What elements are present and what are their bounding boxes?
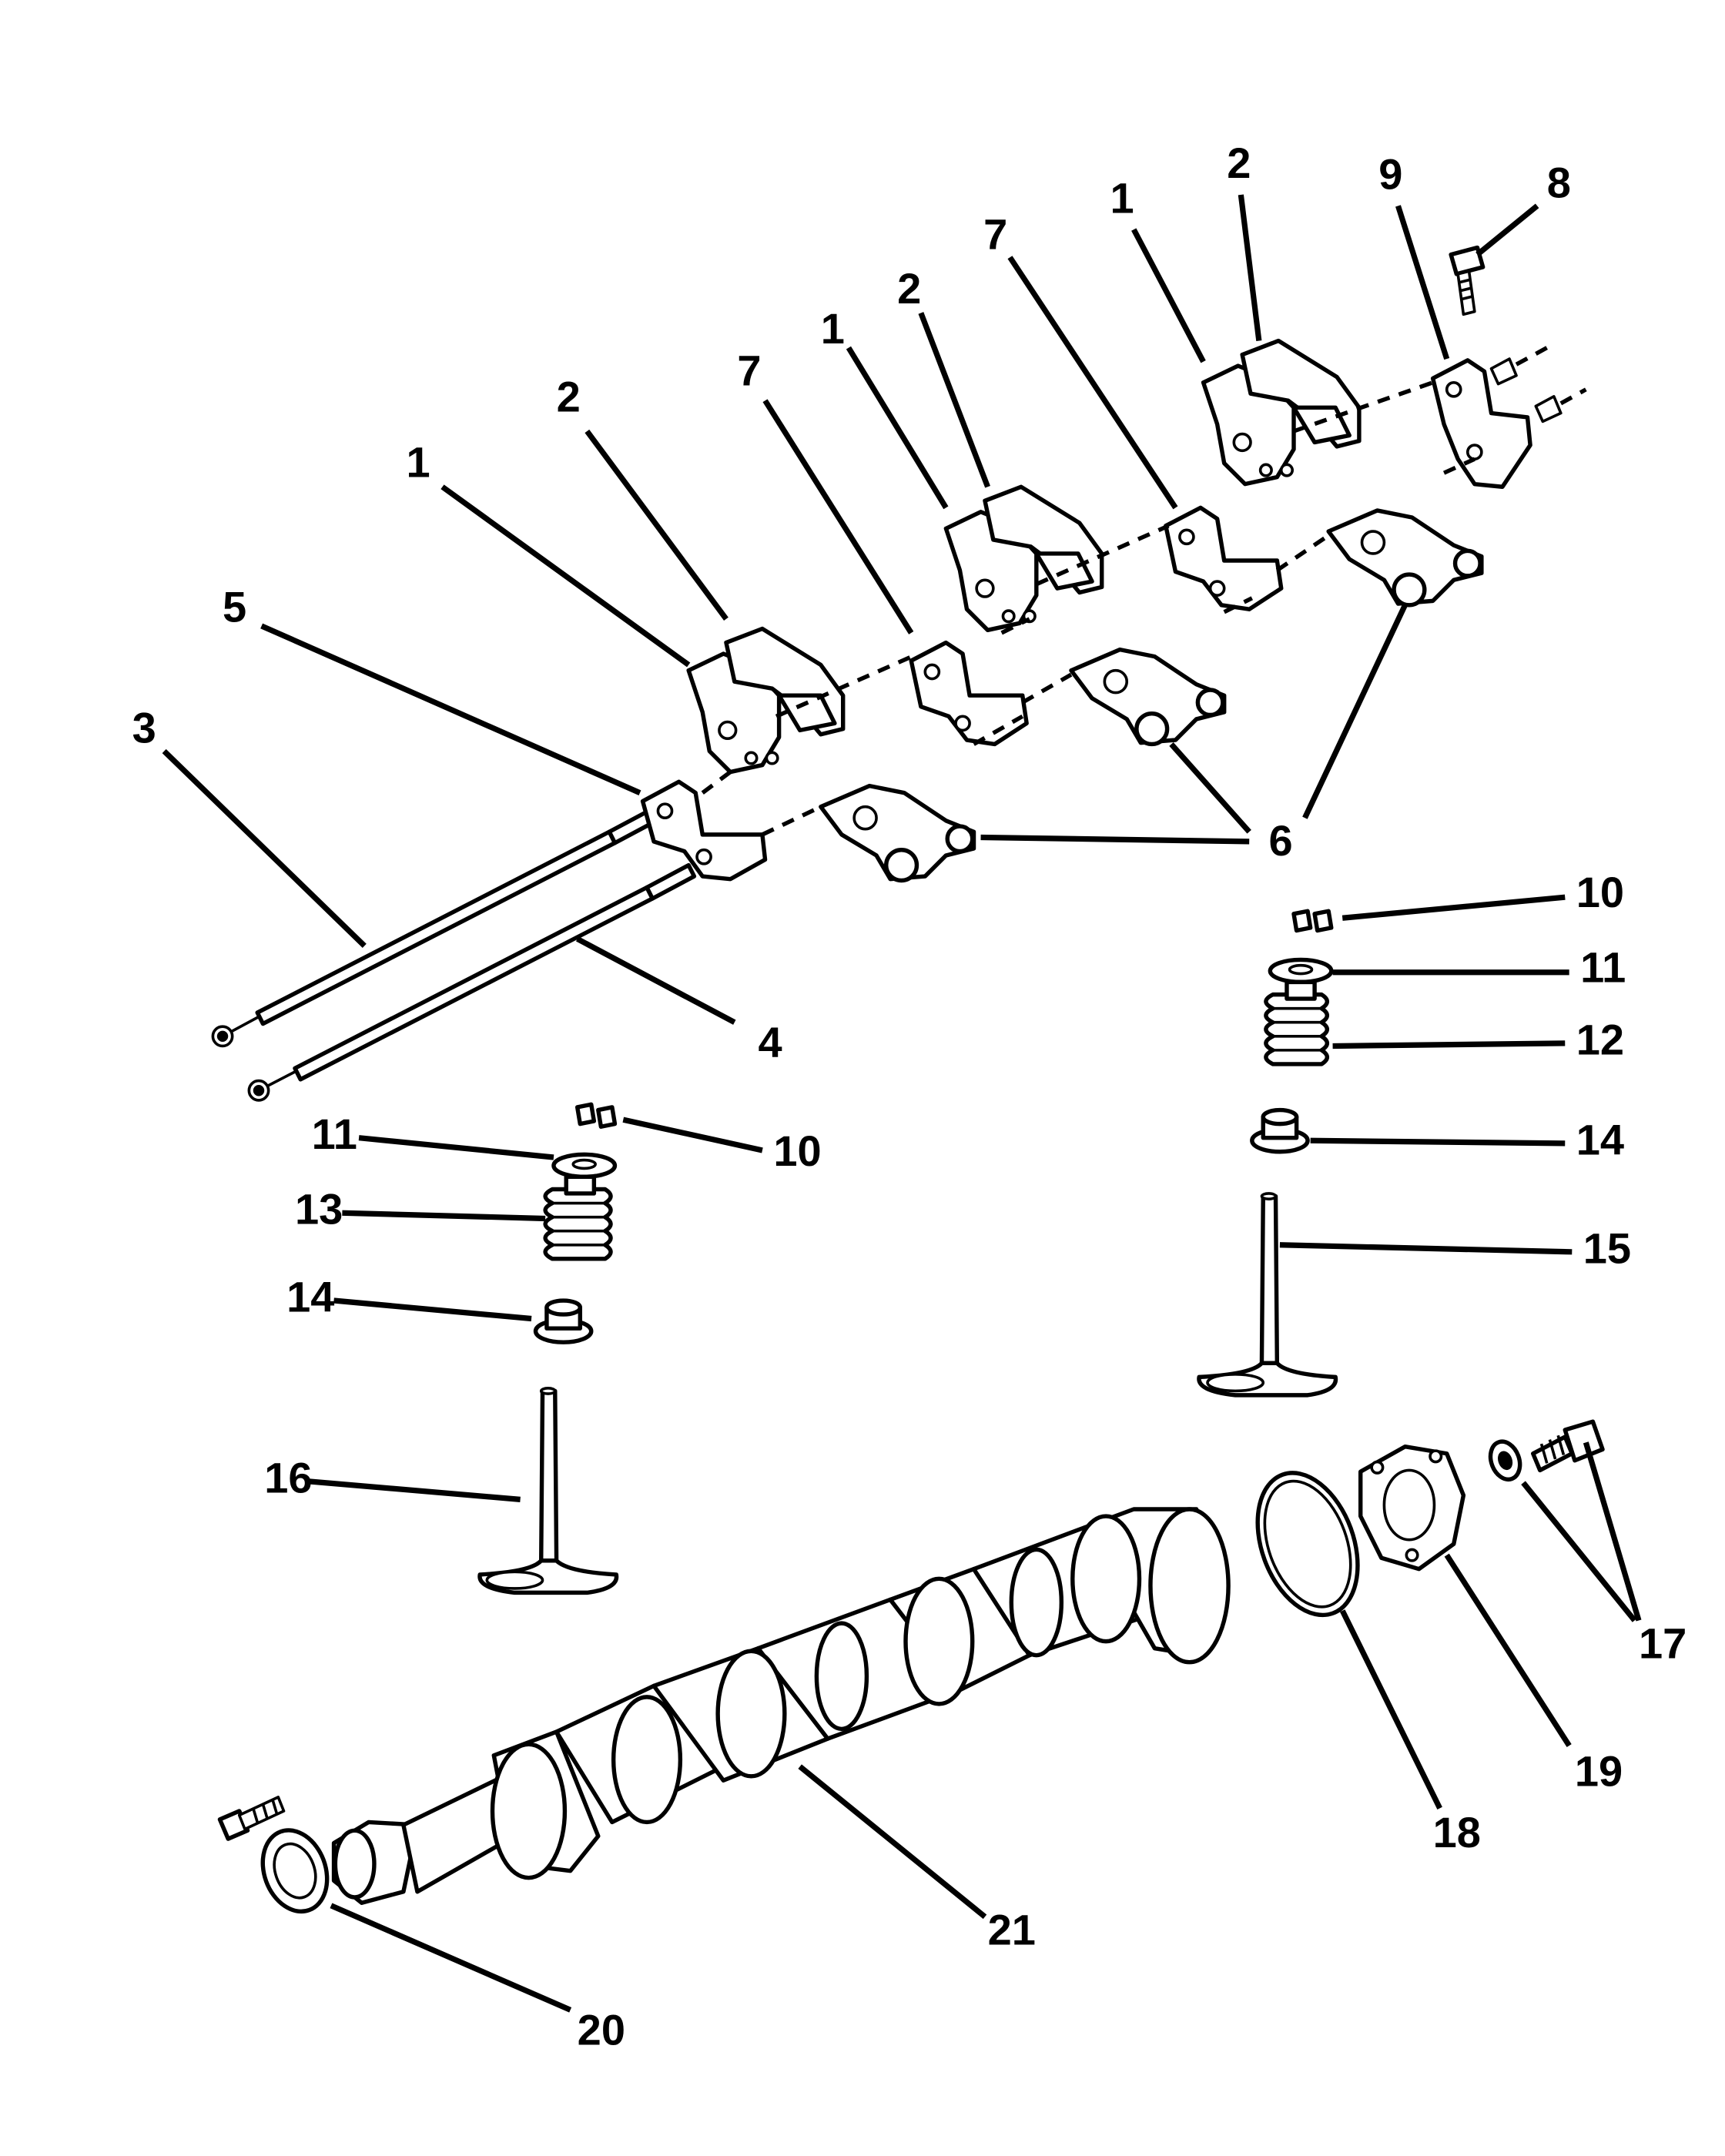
camshaft-21 — [331, 1507, 1231, 1905]
callout-2-a: 2 — [557, 373, 581, 421]
callout-10-a: 10 — [1576, 868, 1624, 916]
rocker-arm-pair-1-2-c — [1201, 338, 1362, 487]
valve-16 — [477, 1387, 619, 1595]
callout-14-a: 14 — [1576, 1115, 1624, 1163]
callout-21: 21 — [988, 1905, 1036, 1953]
rocker-support-9 — [1430, 346, 1587, 489]
bolt-8 — [1449, 245, 1486, 316]
valve-seal-14-b — [533, 1298, 594, 1344]
seal-20 — [260, 1828, 330, 1914]
valve-15 — [1197, 1192, 1338, 1398]
callout-18: 18 — [1433, 1808, 1481, 1856]
callout-1-c: 1 — [1110, 173, 1134, 222]
spring-retainer-11-a — [1268, 957, 1334, 985]
leader-lines — [162, 194, 1642, 2013]
callout-2-b: 2 — [897, 264, 921, 313]
rocker-arm-6-b — [1069, 647, 1227, 747]
callout-1-a: 1 — [406, 438, 430, 487]
callout-1-b: 1 — [821, 304, 845, 353]
valve-seal-14-a — [1250, 1107, 1310, 1154]
rocker-arm-6-a — [819, 783, 976, 883]
callout-14-b: 14 — [286, 1272, 334, 1321]
rocker-support-5 — [640, 779, 768, 882]
o-ring-18 — [1255, 1471, 1360, 1618]
rocker-support-7-a — [909, 640, 1029, 747]
valve-spring-13 — [543, 1174, 613, 1261]
callout-15: 15 — [1583, 1224, 1631, 1272]
bolt-17 — [1531, 1419, 1605, 1473]
valve-spring-12 — [1264, 979, 1330, 1066]
callout-3: 3 — [132, 704, 156, 752]
callout-16: 16 — [264, 1453, 312, 1502]
callout-20: 20 — [578, 2005, 625, 2054]
callout-4: 4 — [759, 1018, 782, 1066]
callout-13: 13 — [295, 1185, 343, 1234]
callout-6: 6 — [1268, 816, 1292, 865]
callout-17: 17 — [1639, 1619, 1686, 1667]
callout-2-c: 2 — [1227, 139, 1251, 187]
assembly-dashed-lines — [701, 380, 1475, 837]
callout-11-b: 11 — [312, 1110, 357, 1158]
spring-retainer-11-b — [551, 1152, 618, 1179]
callout-5: 5 — [223, 582, 246, 631]
rocker-arm-pair-1-2-a — [686, 626, 846, 775]
callout-7-a: 7 — [737, 346, 761, 394]
valve-keepers-10-b — [574, 1102, 618, 1129]
rocker-arm-pair-1-2-b — [943, 484, 1104, 633]
bolt-20 — [217, 1796, 286, 1841]
rocker-support-7-b — [1164, 505, 1284, 611]
callout-19: 19 — [1575, 1746, 1623, 1795]
callout-8: 8 — [1547, 159, 1571, 207]
callout-11-a: 11 — [1580, 942, 1626, 991]
rocker-arm-6-c — [1326, 508, 1484, 608]
rocker-shaft-3 — [211, 807, 659, 1048]
valve-keepers-10-a — [1291, 909, 1334, 933]
rocker-shaft-4 — [247, 862, 697, 1102]
callout-7-b: 7 — [983, 209, 1007, 258]
callout-12: 12 — [1576, 1015, 1624, 1063]
gasket-plate-19 — [1358, 1445, 1466, 1572]
callout-9: 9 — [1378, 150, 1402, 199]
washer-17 — [1488, 1439, 1522, 1482]
callout-numbers: 2 1 5 3 4 7 1 2 7 1 2 9 8 6 10 11 12 14 … — [132, 139, 1687, 2054]
callout-10-b: 10 — [773, 1127, 821, 1175]
